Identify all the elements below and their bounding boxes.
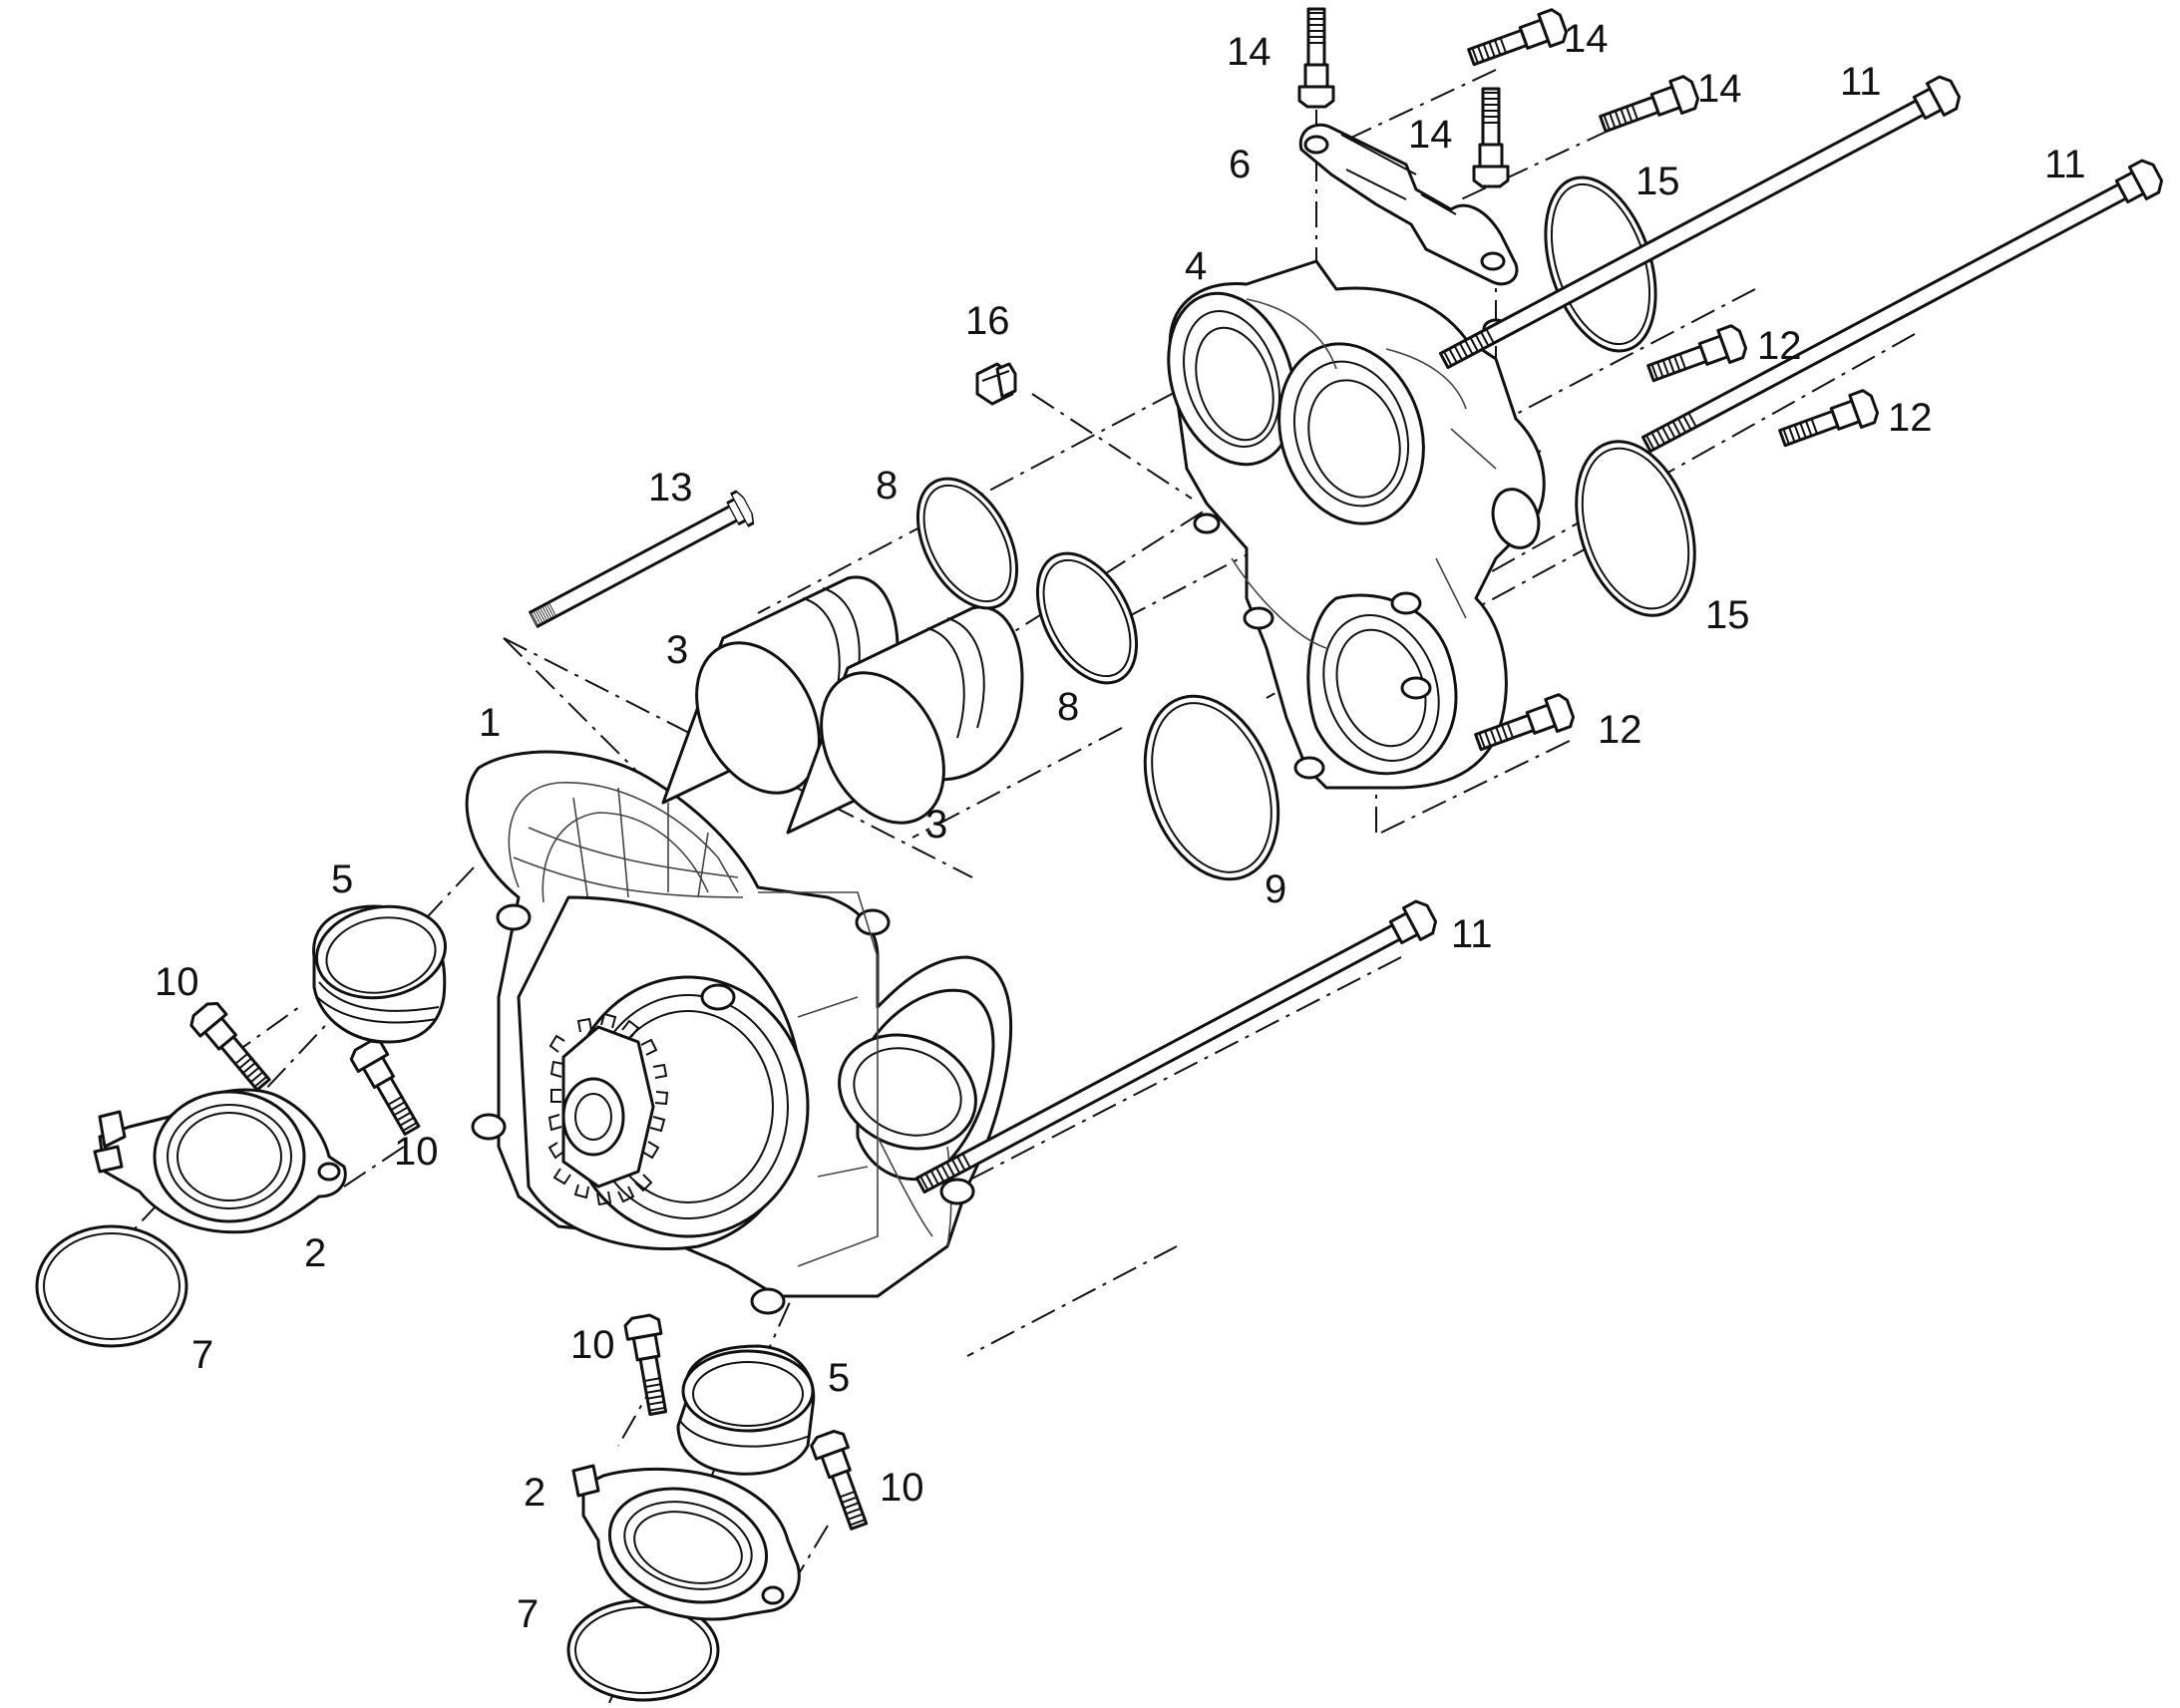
callout-3-upper: 3	[666, 628, 688, 672]
part-2-flange-bottom	[571, 1464, 801, 1621]
part-15-o-ring-lower	[1575, 440, 1696, 617]
part-8-o-ring-lower	[1035, 551, 1139, 685]
callout-10-left-upper: 10	[155, 960, 199, 1004]
part-12-bolt-2	[1775, 387, 1882, 456]
part-3-sleeve-lower	[786, 605, 1024, 835]
callout-10-bottom-right: 10	[880, 1466, 924, 1510]
callout-15-lower: 15	[1705, 593, 1750, 637]
part-11-bolt-1	[1434, 71, 1966, 378]
callout-14-3: 14	[1697, 67, 1742, 111]
part-16-plug	[975, 362, 1017, 406]
callout-9: 9	[1265, 867, 1286, 911]
part-5-sleeve-left	[312, 904, 447, 1044]
part-9-o-ring	[1143, 694, 1280, 881]
callout-7-bottom: 7	[517, 1592, 539, 1636]
callout-8-upper: 8	[876, 464, 898, 508]
part-1-pump-housing	[465, 750, 1013, 1315]
callout-3-lower: 3	[925, 803, 947, 847]
callout-2-left: 2	[304, 1231, 326, 1275]
part-2-flange-left	[93, 1088, 347, 1234]
callout-12-3: 12	[1598, 708, 1642, 752]
callout-12-1: 12	[1757, 324, 1802, 368]
part-14-bolt-4	[1472, 87, 1510, 188]
part-10-bolt-left-lower	[346, 1035, 429, 1141]
part-10-bolt-left-upper	[185, 997, 278, 1098]
callout-5-left: 5	[331, 857, 353, 901]
callout-14-4: 14	[1408, 113, 1453, 157]
part-6-bracket	[1298, 123, 1519, 286]
callout-11-lower: 11	[1451, 912, 1493, 956]
callout-16: 16	[965, 299, 1010, 343]
part-14-bolt-3	[1596, 73, 1702, 142]
callout-2-bottom: 2	[524, 1471, 545, 1515]
part-14-bolt-2	[1464, 6, 1571, 75]
callout-14-1: 14	[1227, 30, 1272, 74]
callout-5-bottom: 5	[828, 1356, 850, 1400]
part-7-o-ring-left	[35, 1224, 188, 1348]
callout-11-top: 11	[1840, 60, 1882, 104]
callout-11-right: 11	[2044, 143, 2086, 186]
part-10-bolt-bottom-right	[808, 1427, 877, 1534]
part-8-o-ring-upper	[915, 477, 1019, 610]
part-14-bolt-1	[1297, 7, 1335, 109]
part-12-bolt-1	[1643, 322, 1750, 391]
callout-7-left: 7	[191, 1333, 213, 1377]
callout-1: 1	[479, 701, 501, 745]
part-7-o-ring-bottom	[566, 1598, 720, 1702]
callout-4: 4	[1185, 244, 1207, 288]
callout-13: 13	[648, 466, 693, 510]
part-10-bolt-bottom-left	[622, 1312, 676, 1418]
callout-10-bottom-left: 10	[570, 1323, 615, 1367]
callout-12-2: 12	[1888, 396, 1933, 440]
callout-labels: 1 2 2 3 3 4 5 5 6 7 7 8 8 9 10 10 10 10 …	[155, 17, 2086, 1636]
part-3-sleeve-upper	[661, 575, 900, 805]
callout-6: 6	[1229, 143, 1251, 186]
part-4-thermostat-housing	[1167, 259, 1546, 790]
part-13-bolt	[523, 488, 758, 637]
callout-10-left-lower: 10	[394, 1130, 439, 1174]
callout-15-upper: 15	[1635, 160, 1680, 203]
part-5-sleeve-bottom	[676, 1344, 816, 1476]
callout-8-lower: 8	[1057, 685, 1079, 729]
callout-14-2: 14	[1564, 17, 1609, 61]
